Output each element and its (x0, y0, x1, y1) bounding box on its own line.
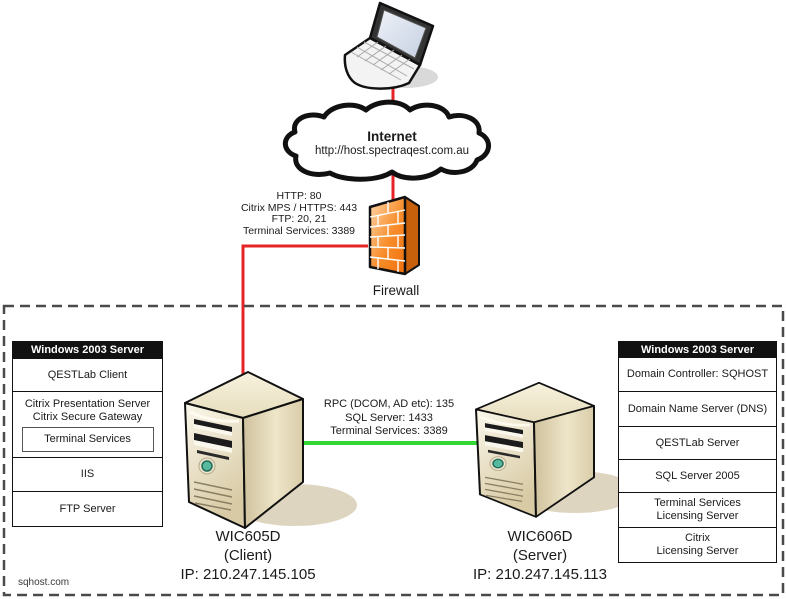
table-header: Windows 2003 Server (619, 342, 776, 357)
server-ip: IP: 210.247.145.105 (180, 566, 316, 583)
table-row: SQL Server 2005 (619, 459, 776, 492)
table-cell: Terminal Services (654, 497, 741, 509)
table-cell: SQL Server 2005 (655, 469, 740, 482)
internet-url: http://host.spectraqest.com.au (314, 145, 470, 157)
table-header-label: Windows 2003 Server (640, 343, 754, 356)
server-name: WIC606D (507, 528, 573, 545)
internet-label: Internet (367, 129, 417, 144)
table-cell: IIS (80, 468, 95, 480)
table-row: Citrix Licensing Server (619, 527, 776, 562)
table-cell: Licensing Server (656, 545, 739, 557)
table-cell: Domain Name Server (DNS) (627, 402, 768, 415)
table-cell: QESTLab Client (47, 368, 128, 381)
server-server-label: WIC606D (Server) IP: 210.247.145.113 (440, 527, 640, 584)
terminal-services-box: Terminal Services (21, 426, 154, 452)
table-cell: Citrix Presentation Server (24, 397, 151, 410)
lan-link-ports: RPC (DCOM, AD etc): 135 SQL Server: 1433… (289, 398, 489, 439)
table-header: Windows 2003 Server (13, 342, 162, 358)
table-row: Domain Name Server (DNS) (619, 391, 776, 426)
firewall-icon (368, 195, 420, 276)
internet-cloud-icon (282, 99, 491, 182)
table-cell: QESTLab Server (655, 436, 740, 449)
table-cell: Citrix Secure Gateway (32, 410, 143, 423)
table-row: Terminal Services Licensing Server (619, 492, 776, 527)
table-cell: Domain Controller: SQHOST (626, 368, 769, 380)
table-cell: Licensing Server (656, 510, 739, 522)
server-name: WIC605D (215, 528, 281, 545)
firewall-port: Terminal Services: 3389 (242, 224, 356, 237)
firewall-label: Firewall (372, 283, 420, 298)
table-cell: FTP Server (59, 502, 116, 515)
server-role: (Client) (223, 547, 273, 564)
network-boundary-label: sqhost.com (18, 577, 70, 588)
firewall-to-client-line (241, 244, 368, 400)
lan-port: SQL Server: 1433 (345, 411, 433, 424)
lan-port: Terminal Services: 3389 (330, 425, 448, 437)
server-role: (Server) (512, 547, 568, 564)
table-row: QESTLab Client (13, 358, 162, 391)
client-server-label: WIC605D (Client) IP: 210.247.145.105 (148, 527, 348, 584)
table-row: QESTLab Server (619, 426, 776, 459)
firewall-port: HTTP: 80 (276, 190, 322, 202)
table-row: Domain Controller: SQHOST (619, 357, 776, 391)
table-header-label: Windows 2003 Server (30, 344, 144, 356)
server-ip: IP: 210.247.145.113 (472, 566, 607, 583)
lan-port: RPC (DCOM, AD etc): 135 (323, 398, 455, 410)
table-row: IIS (13, 457, 162, 491)
table-row: FTP Server (13, 491, 162, 526)
laptop-icon (343, 1, 435, 90)
table-cell: Terminal Services (44, 432, 131, 445)
server-software-table: Windows 2003 Server Domain Controller: S… (618, 341, 777, 563)
firewall-port: FTP: 20, 21 (271, 213, 327, 226)
firewall-port: Citrix MPS / HTTPS: 443 (240, 201, 358, 214)
table-row: Citrix Presentation Server Citrix Secure… (13, 391, 162, 457)
table-cell: Citrix (684, 532, 711, 544)
sqhost-network-boundary (2, 304, 785, 597)
client-software-table: Windows 2003 Server QESTLab Client Citri… (12, 341, 163, 527)
firewall-ports: HTTP: 80 Citrix MPS / HTTPS: 443 FTP: 20… (219, 190, 379, 237)
